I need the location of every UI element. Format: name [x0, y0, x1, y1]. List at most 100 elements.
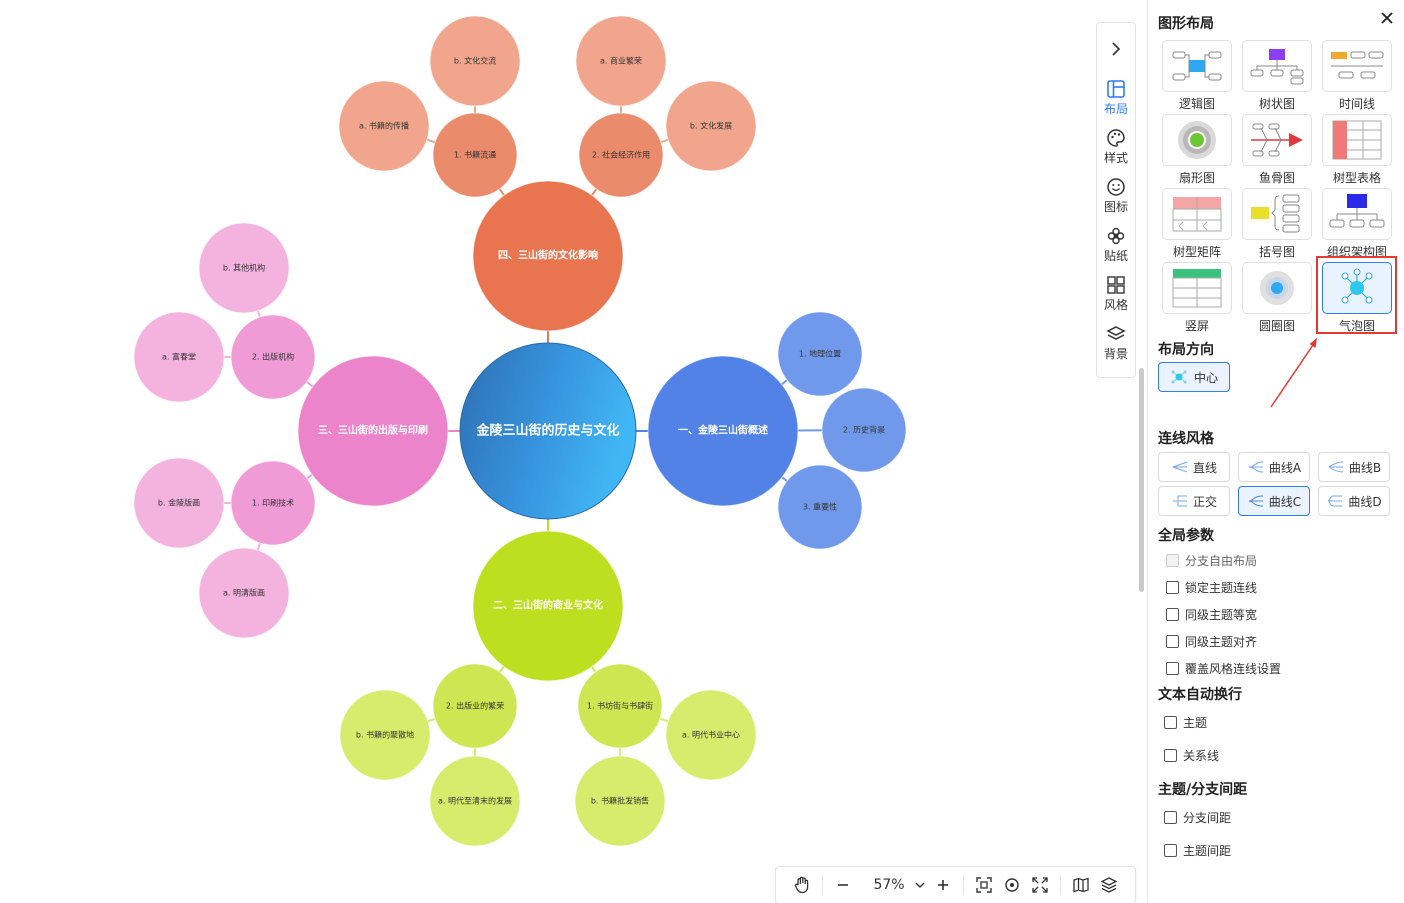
leaf-node[interactable]: a. 商业繁荣	[575, 15, 667, 107]
line-style-straight[interactable]: 直线	[1158, 452, 1230, 482]
tab-icons[interactable]: 图标	[1097, 177, 1135, 223]
main-topic-left[interactable]: 三、三山街的出版与印刷	[297, 355, 449, 507]
pan-hand-icon[interactable]	[788, 871, 816, 899]
node-bubble[interactable]	[429, 755, 521, 847]
layout-tree-matrix[interactable]: 树型矩阵	[1162, 188, 1232, 259]
layout-logic[interactable]: 逻辑图	[1162, 40, 1232, 111]
zoom-level[interactable]: 57%	[873, 877, 905, 893]
line-style-orthogonal[interactable]: 正交	[1158, 486, 1230, 516]
fullscreen-icon[interactable]	[1026, 871, 1054, 899]
leaf-node[interactable]: a. 明代书业中心	[665, 689, 757, 781]
option-free-layout[interactable]: 分支自由布局	[1166, 552, 1257, 569]
subtopic-node[interactable]: 1. 书籍流通	[432, 112, 518, 198]
node-bubble[interactable]	[133, 457, 225, 549]
line-style-curve-a[interactable]: 曲线A	[1238, 452, 1310, 482]
leaf-node[interactable]: b. 其他机构	[198, 222, 290, 314]
zoom-out-button[interactable]	[829, 871, 857, 899]
node-bubble[interactable]	[821, 387, 907, 473]
tab-style[interactable]: 样式	[1097, 128, 1135, 174]
layout-bracket[interactable]: 括号图	[1242, 188, 1312, 259]
line-style-curve-b[interactable]: 曲线B	[1318, 452, 1390, 482]
layout-tree[interactable]: 树状图	[1242, 40, 1312, 111]
checkbox[interactable]	[1166, 581, 1179, 594]
node-bubble[interactable]	[230, 314, 316, 400]
subtopic-node[interactable]: 3. 重要性	[777, 464, 863, 550]
main-topic-right[interactable]: 一、金陵三山街概述	[647, 355, 799, 507]
option-wrap-topic[interactable]: 主题	[1164, 714, 1207, 731]
mindmap-canvas[interactable]: 金陵三山街的历史与文化四、三山街的文化影响一、金陵三山街概述二、三山街的商业与文…	[0, 0, 1140, 903]
node-bubble[interactable]	[577, 663, 663, 749]
node-bubble[interactable]	[198, 222, 290, 314]
node-bubble[interactable]	[578, 112, 664, 198]
leaf-node[interactable]: a. 明代至清末的发展	[429, 755, 521, 847]
node-bubble[interactable]	[665, 689, 757, 781]
node-bubble[interactable]	[472, 530, 624, 682]
option-topic-spacing[interactable]: 主题间距	[1164, 842, 1231, 859]
leaf-node[interactable]: b. 金陵版画	[133, 457, 225, 549]
central-topic[interactable]: 金陵三山街的历史与文化	[459, 342, 637, 520]
subtopic-node[interactable]: 2. 历史背景	[821, 387, 907, 473]
leaf-node[interactable]: a. 明清版画	[198, 547, 290, 639]
node-bubble[interactable]	[459, 342, 637, 520]
subtopic-node[interactable]: 2. 出版业的繁荣	[432, 663, 518, 749]
line-style-curve-c[interactable]: 曲线C	[1238, 486, 1310, 516]
close-icon[interactable]	[1377, 8, 1397, 28]
layout-fan[interactable]: 扇形图	[1162, 114, 1232, 185]
checkbox[interactable]	[1164, 844, 1177, 857]
map-icon[interactable]	[1067, 871, 1095, 899]
node-bubble[interactable]	[230, 460, 316, 546]
layers-icon[interactable]	[1095, 871, 1123, 899]
option-equal-width[interactable]: 同级主题等宽	[1166, 606, 1257, 623]
node-bubble[interactable]	[777, 311, 863, 397]
checkbox[interactable]	[1164, 811, 1177, 824]
layout-bubble[interactable]: 气泡图	[1322, 262, 1392, 333]
checkbox[interactable]	[1166, 608, 1179, 621]
vertical-scrollbar[interactable]	[1139, 368, 1144, 592]
bubble-mindmap[interactable]: 金陵三山街的历史与文化四、三山街的文化影响一、金陵三山街概述二、三山街的商业与文…	[0, 0, 1140, 903]
collapse-panel-button[interactable]	[1097, 27, 1135, 71]
checkbox[interactable]	[1166, 554, 1179, 567]
tab-theme[interactable]: 风格	[1097, 275, 1135, 321]
layout-fishbone[interactable]: 鱼骨图	[1242, 114, 1312, 185]
leaf-node[interactable]: b. 文化交流	[429, 15, 521, 107]
main-topic-bottom[interactable]: 二、三山街的商业与文化	[472, 530, 624, 682]
node-bubble[interactable]	[198, 547, 290, 639]
chevron-down-icon[interactable]	[911, 871, 929, 899]
leaf-node[interactable]: a. 书籍的传播	[338, 80, 430, 172]
node-bubble[interactable]	[297, 355, 449, 507]
node-bubble[interactable]	[429, 15, 521, 107]
checkbox[interactable]	[1166, 662, 1179, 675]
main-topic-top[interactable]: 四、三山街的文化影响	[472, 180, 624, 332]
option-lock-topic-lines[interactable]: 锁定主题连线	[1166, 579, 1257, 596]
option-align-siblings[interactable]: 同级主题对齐	[1166, 633, 1257, 650]
tab-layout[interactable]: 布局	[1097, 79, 1135, 125]
tab-stickers[interactable]: 贴纸	[1097, 226, 1135, 272]
checkbox[interactable]	[1164, 716, 1177, 729]
layout-org-chart[interactable]: 组织架构图	[1322, 188, 1392, 259]
layout-timeline[interactable]: 时间线	[1322, 40, 1392, 111]
line-style-curve-d[interactable]: 曲线D	[1318, 486, 1390, 516]
node-bubble[interactable]	[339, 689, 431, 781]
checkbox[interactable]	[1166, 635, 1179, 648]
layout-vertical[interactable]: 竖屏	[1162, 262, 1232, 333]
option-branch-spacing[interactable]: 分支间距	[1164, 809, 1231, 826]
node-bubble[interactable]	[647, 355, 799, 507]
node-bubble[interactable]	[133, 311, 225, 403]
zoom-in-button[interactable]	[929, 871, 957, 899]
node-bubble[interactable]	[777, 464, 863, 550]
option-override-line-style[interactable]: 覆盖风格连线设置	[1166, 660, 1281, 677]
node-bubble[interactable]	[338, 80, 430, 172]
leaf-node[interactable]: b. 书籍批发销售	[574, 755, 666, 847]
node-bubble[interactable]	[472, 180, 624, 332]
direction-center-button[interactable]: 中心	[1158, 362, 1230, 392]
node-bubble[interactable]	[432, 112, 518, 198]
locate-center-icon[interactable]	[998, 871, 1026, 899]
subtopic-node[interactable]: 2. 社会经济作用	[578, 112, 664, 198]
option-wrap-relation[interactable]: 关系线	[1164, 747, 1219, 764]
leaf-node[interactable]: b. 书籍的聚散地	[339, 689, 431, 781]
leaf-node[interactable]: a. 富春堂	[133, 311, 225, 403]
subtopic-node[interactable]: 1. 印刷技术	[230, 460, 316, 546]
fit-screen-icon[interactable]	[970, 871, 998, 899]
layout-circle[interactable]: 圆圈图	[1242, 262, 1312, 333]
node-bubble[interactable]	[432, 663, 518, 749]
